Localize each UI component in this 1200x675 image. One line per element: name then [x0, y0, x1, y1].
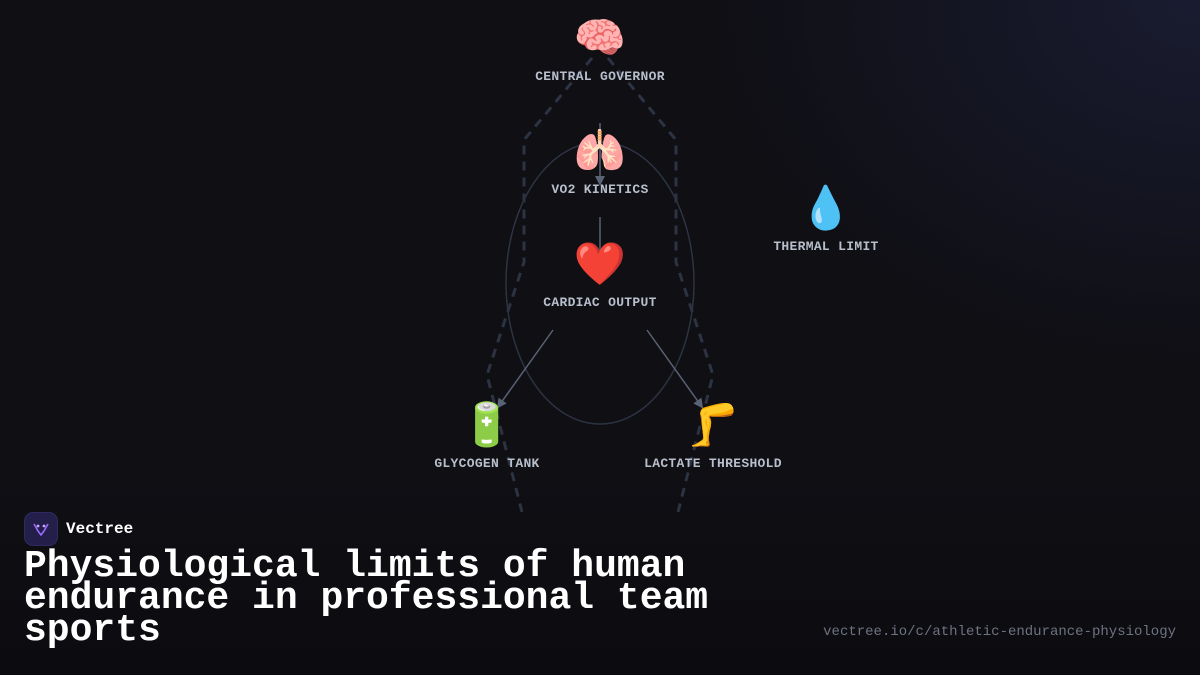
brand-name: Vectree	[66, 520, 134, 538]
node-central-governor: 🧠 CENTRAL GOVERNOR	[500, 15, 700, 84]
node-lactate-threshold: 🦵 LACTATE THRESHOLD	[613, 402, 813, 471]
node-label: GLYCOGEN TANK	[434, 456, 540, 471]
node-label: LACTATE THRESHOLD	[644, 456, 782, 471]
page-title: Physiological limits of human endurance …	[24, 545, 709, 652]
node-vo2-kinetics: 🫁 VO2 KINETICS	[500, 128, 700, 197]
heart-icon: ❤️	[573, 243, 627, 291]
droplet-icon: 💧	[799, 187, 853, 235]
node-cardiac-output: ❤️ CARDIAC OUTPUT	[500, 241, 700, 310]
node-glycogen-tank: 🔋 GLYCOGEN TANK	[387, 402, 587, 471]
node-label: CARDIAC OUTPUT	[543, 295, 657, 310]
vectree-logo-icon	[24, 512, 58, 546]
body-outline-right	[606, 57, 715, 513]
edge-cardiac-to-glycogen	[496, 329, 554, 409]
node-label: THERMAL LIMIT	[773, 239, 879, 254]
brand: Vectree	[24, 512, 133, 546]
brain-icon: 🧠	[573, 17, 627, 65]
node-thermal-limit: 💧 THERMAL LIMIT	[726, 185, 926, 254]
edge-cardiac-to-lactate	[646, 329, 704, 409]
node-label: VO2 KINETICS	[551, 182, 649, 197]
battery-icon: 🔋	[460, 404, 514, 452]
leg-icon: 🦵	[686, 404, 740, 452]
lungs-icon: 🫁	[573, 130, 627, 178]
source-url[interactable]: vectree.io/c/athletic-endurance-physiolo…	[823, 624, 1176, 640]
body-outline-left	[485, 57, 594, 513]
node-label: CENTRAL GOVERNOR	[535, 69, 665, 84]
